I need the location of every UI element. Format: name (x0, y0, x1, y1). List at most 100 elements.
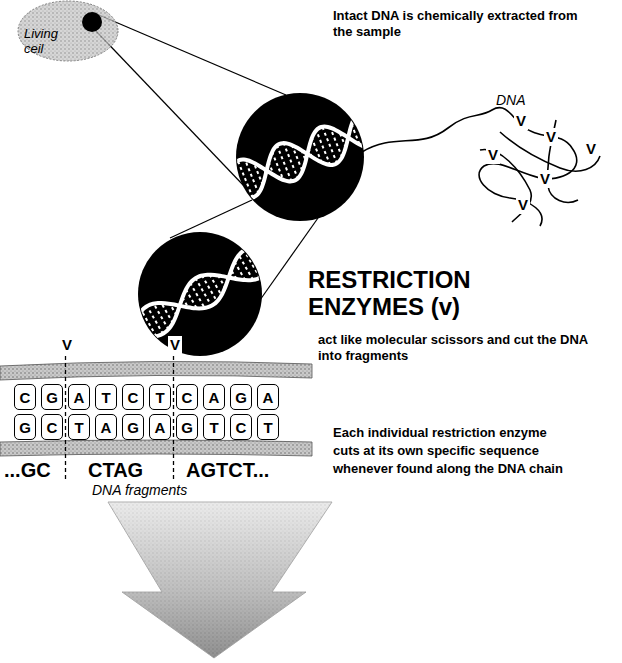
base-letter: A (263, 390, 274, 405)
enzyme-mark: V (486, 146, 500, 164)
base-pair (226, 277, 229, 279)
base-letter: A (74, 390, 85, 405)
dna-helix (123, 241, 277, 348)
base-letter: A (101, 420, 112, 435)
base-letter: A (155, 420, 166, 435)
base-tile: C (122, 384, 144, 410)
base-tile: C (41, 414, 63, 440)
helix-strand (218, 109, 380, 205)
base-tile: T (95, 384, 117, 410)
nucleus (82, 12, 102, 32)
base-pair (161, 303, 173, 323)
enzyme-mark: V (516, 196, 530, 214)
base-letter: C (47, 420, 58, 435)
base-tile: A (149, 414, 171, 440)
base-pair (322, 127, 337, 164)
dna-closeup (138, 232, 262, 356)
cut-mark: V (168, 336, 182, 354)
enzyme-mark: V (538, 170, 552, 188)
helix-strand (218, 109, 380, 205)
base-pair (269, 162, 274, 175)
base-tile: T (149, 384, 171, 410)
base-pair (238, 161, 253, 198)
cell-label: Living ceil (24, 26, 68, 56)
dna-closeup (236, 93, 364, 221)
base-tile: T (68, 414, 90, 440)
description: act like molecular scissors and cut the … (318, 332, 614, 364)
base-tile: C (176, 384, 198, 410)
base-pair (195, 278, 211, 306)
base-letter: G (181, 420, 193, 435)
base-pair (229, 175, 236, 193)
base-tile: A (68, 384, 90, 410)
base-tile: C (14, 384, 36, 410)
helix-strand (123, 241, 277, 348)
base-tile: G (230, 384, 252, 410)
heading: RESTRICTION ENZYMES (v) (308, 266, 548, 320)
base-letter: C (182, 390, 193, 405)
base-pair (134, 325, 140, 336)
base-pair (254, 163, 263, 185)
base-pair (292, 145, 303, 171)
base-pair (264, 169, 266, 174)
description: Each individual restriction enzyme cuts … (333, 424, 569, 478)
fragment-seq: CTAG (88, 458, 143, 482)
base-pair (142, 311, 157, 336)
base-pair (147, 306, 163, 334)
base-pair (182, 298, 188, 308)
base-tile: C (230, 414, 252, 440)
base-pair (244, 250, 260, 278)
base-tile: G (41, 384, 63, 410)
base-tile: T (203, 414, 225, 440)
base-pair (202, 275, 217, 301)
caption-text: Intact DNA is chemically extracted from … (333, 8, 583, 40)
base-pair (233, 166, 246, 197)
base-pair (272, 152, 283, 180)
base-tile: A (203, 384, 225, 410)
backbone-band (0, 440, 312, 456)
base-letter: G (127, 420, 139, 435)
dna-strand (362, 108, 600, 226)
base-pair (170, 304, 177, 315)
base-letter: A (209, 390, 220, 405)
base-letter: T (209, 420, 218, 435)
base-pair (178, 305, 180, 308)
base-pair (186, 290, 197, 309)
base-pair (330, 128, 342, 158)
base-tile: G (14, 414, 36, 440)
base-letter: G (46, 390, 58, 405)
fragment-label: DNA fragments (92, 482, 187, 499)
base-letter: C (128, 390, 139, 405)
base-letter: G (19, 420, 31, 435)
base-pair (284, 143, 298, 179)
base-letter: T (101, 390, 110, 405)
base-pair (231, 270, 236, 279)
base-letter: C (20, 390, 31, 405)
base-pair (316, 130, 330, 165)
living-cell: Living ceil (16, 0, 120, 64)
base-pair (245, 160, 259, 194)
dna-helix (218, 109, 380, 206)
backbone-band (0, 361, 312, 380)
base-pair (277, 145, 292, 181)
base-pair (258, 246, 270, 267)
base-pair (250, 247, 265, 273)
dna-label: DNA (496, 92, 526, 109)
base-letter: T (74, 420, 83, 435)
base-pair (235, 262, 246, 280)
base-tile: G (176, 414, 198, 440)
base-pair (356, 116, 369, 149)
fragment-seq: AGTCT... (186, 458, 269, 482)
enzyme-mark: V (544, 128, 558, 146)
base-tile: G (122, 414, 144, 440)
base-pair (309, 149, 312, 157)
arrow-texture (108, 502, 332, 658)
base-letter: T (155, 390, 164, 405)
base-letter: G (235, 390, 247, 405)
base-tile: A (95, 414, 117, 440)
helix-strand (123, 241, 277, 348)
cut-mark: V (60, 336, 74, 354)
down-arrow (108, 502, 332, 658)
base-tile: A (257, 384, 279, 410)
